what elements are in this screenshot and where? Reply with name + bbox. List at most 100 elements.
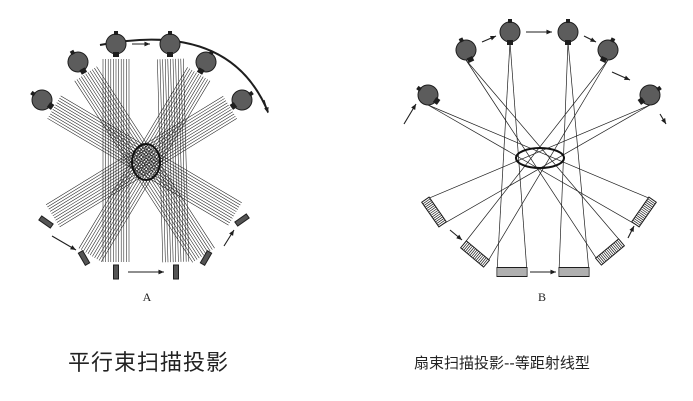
x-ray-tube-icon (105, 31, 127, 57)
detector-cell (426, 203, 434, 210)
tube-body (597, 39, 619, 61)
tube-body (231, 89, 253, 111)
detector-cell (468, 247, 475, 255)
detector-icon (459, 240, 491, 268)
detector-cell (640, 208, 649, 215)
fan-beam-caption: 扇束扫描投影--等距射线型 (414, 354, 590, 372)
detector-body (38, 215, 54, 229)
tube-cap (508, 19, 512, 23)
tube-port (46, 102, 55, 110)
fan-edge-ray (425, 104, 651, 201)
motion-arrow-head (411, 104, 416, 110)
scanned-object (131, 143, 161, 181)
parallel-ray (96, 66, 215, 249)
tube-port (637, 97, 646, 105)
parallel-ray (52, 107, 231, 217)
parallel-ray (76, 79, 196, 262)
tube-port (167, 52, 173, 57)
tube-port (229, 102, 238, 110)
detector-body (496, 267, 528, 277)
parallel-ray (49, 113, 232, 221)
detector-cell (638, 211, 647, 218)
tube-port (196, 67, 205, 75)
detector-cell (477, 254, 484, 263)
tube-cap (114, 31, 118, 35)
detector-cell (636, 214, 644, 221)
parallel-ray (83, 75, 202, 257)
detector-cell (644, 203, 652, 210)
detector-icon (631, 196, 657, 228)
detector-cell (422, 198, 431, 205)
motion-arrow-head (629, 226, 634, 232)
tube-port (79, 67, 88, 75)
detector-icon (38, 215, 54, 229)
detector-cell (430, 209, 439, 216)
tube-port (432, 97, 441, 105)
motion-arrow-head (550, 269, 556, 275)
parallel-ray (55, 104, 237, 212)
fan-edge-ray (427, 104, 636, 225)
tube-body (105, 33, 127, 55)
tube-cap (30, 90, 36, 97)
detector-body (199, 250, 213, 266)
detector-cell (603, 251, 610, 259)
parallel-ray (48, 100, 227, 210)
detector-icon (594, 238, 626, 266)
detector-cell (646, 200, 655, 206)
motion-arrow-head (144, 41, 150, 47)
motion-arrow-head (590, 37, 596, 42)
tube-body (159, 33, 181, 55)
tube-cap (69, 49, 76, 56)
detector-cell (598, 255, 605, 263)
panel-b-label: B (538, 290, 546, 304)
x-ray-tube-icon (30, 89, 55, 111)
tube-cap (458, 37, 465, 43)
detector-cell (436, 218, 445, 224)
rotation-arrow-icon-head (264, 107, 269, 113)
tube-body (417, 84, 439, 106)
motion-arrow-head (456, 234, 462, 240)
tube-port (466, 55, 475, 64)
fan-edge-ray (465, 59, 622, 243)
detector-cell (606, 248, 613, 257)
parallel-ray (59, 118, 237, 228)
parallel-ray (58, 115, 236, 225)
detector-icon (421, 196, 447, 228)
detector-cell (615, 241, 622, 249)
detector-cell (632, 219, 641, 226)
detector-cell (601, 252, 608, 261)
detector-icon (173, 264, 179, 280)
x-ray-tube-icon (416, 84, 441, 106)
parallel-ray (87, 72, 197, 254)
detector-cell (637, 213, 646, 219)
detector-cell (435, 216, 444, 223)
detector-cell (634, 216, 643, 223)
detector-body (631, 196, 657, 228)
detector-body (77, 250, 91, 266)
detector-cell (616, 239, 624, 248)
parallel-ray (172, 58, 179, 262)
detector-cell (480, 257, 487, 265)
detector-body (558, 267, 590, 277)
tube-body (499, 21, 521, 43)
detector-cell (431, 211, 440, 218)
detector-cell (481, 258, 489, 267)
fan-edge-ray (463, 59, 609, 245)
detector-icon (199, 250, 213, 266)
tube-cap (656, 85, 662, 92)
x-ray-tube-icon (195, 49, 217, 75)
x-ray-tube-icon (557, 19, 579, 45)
detector-cell (607, 247, 614, 256)
detector-cell (612, 243, 619, 252)
parallel-ray (98, 79, 208, 261)
detector-body (173, 264, 179, 280)
detector-icon (113, 264, 119, 280)
parallel-ray (54, 109, 232, 219)
motion-arrow-head (624, 75, 630, 80)
detector-cell (478, 256, 486, 264)
detector-icon (234, 213, 250, 227)
parallel-ray (101, 80, 211, 262)
detector-cell (645, 201, 654, 208)
parallel-ray (55, 111, 233, 221)
motion-arrow-head (490, 36, 496, 41)
